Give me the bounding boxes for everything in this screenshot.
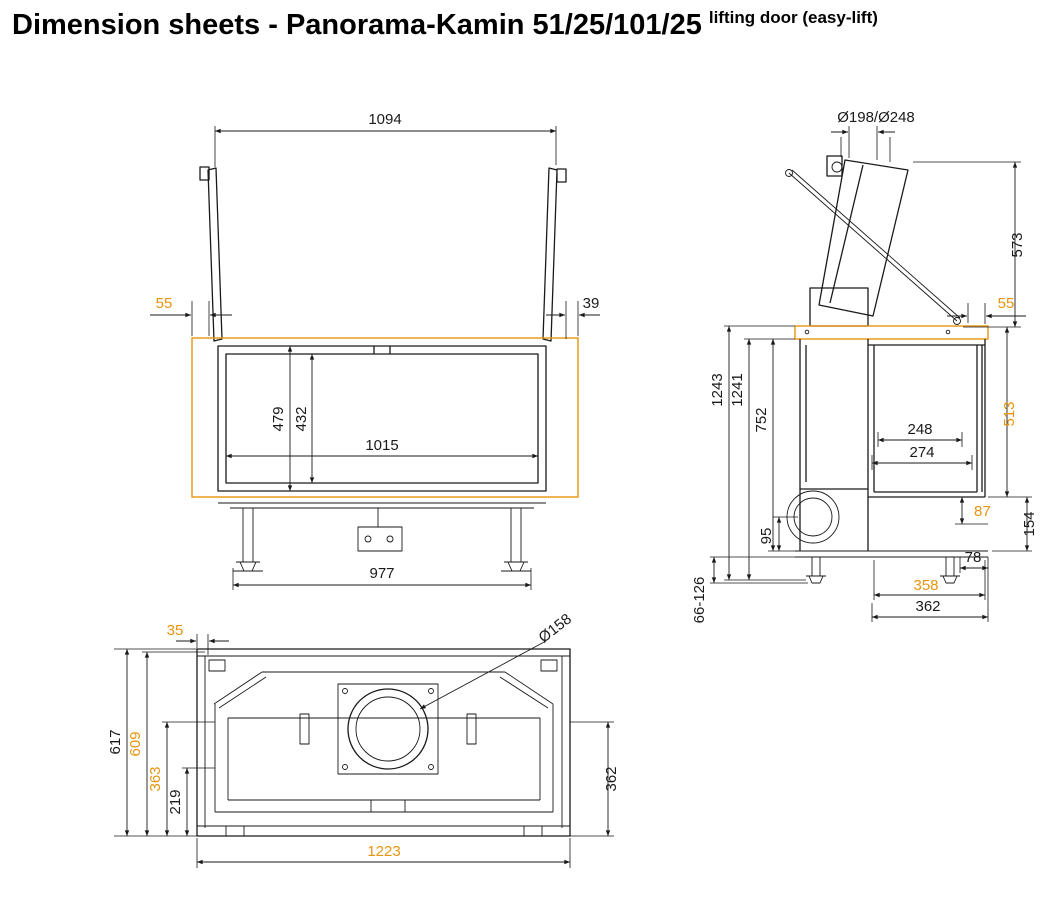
dim-side-foot-inset: 78: [965, 549, 982, 566]
dim-top-flue-leader: [419, 640, 547, 710]
top-extension-lines: [114, 634, 614, 868]
side-frame-bolt-left: [804, 329, 810, 335]
dim-front-foot-span: 977: [369, 565, 394, 582]
top-view: 35 Ø158 617 609 363 219 362 1223: [107, 610, 620, 868]
top-body-lines: [197, 655, 570, 837]
top-housing-bolt-2: [428, 688, 434, 694]
top-vent-slot-right: [466, 713, 477, 745]
dim-side-fan-offset: 95: [758, 528, 775, 545]
dim-side-height-max: 1243: [709, 373, 726, 406]
dim-top-depth-inner: 363: [147, 766, 164, 791]
top-vent-slot-left: [299, 713, 310, 745]
side-rod-pivot-bottom: [953, 317, 961, 325]
dim-front-opening-width: 1015: [365, 437, 398, 454]
dim-side-body-height: 752: [753, 407, 770, 432]
dim-front-top-width: 1094: [368, 111, 401, 128]
top-housing-bolt-3: [342, 764, 348, 770]
dim-side-flue-diameters: Ø198/Ø248: [837, 109, 915, 126]
side-body-and-door: [799, 339, 986, 551]
title-main: Dimension sheets - Panorama-Kamin 51/25/…: [12, 9, 702, 41]
dim-top-depth-firebox: 219: [167, 789, 184, 814]
front-lift-panels: [199, 166, 567, 342]
dim-side-frame-gap: 55: [998, 295, 1015, 312]
dim-front-right-gap: 39: [583, 295, 600, 312]
side-flue-pipe: [809, 155, 909, 327]
side-lift-rod: [788, 169, 961, 322]
dim-side-depth-frame: 358: [913, 577, 938, 594]
dim-side-flue-height: 573: [1009, 232, 1026, 257]
side-top-frame: [794, 325, 989, 340]
side-view: Ø198/Ø248 573 55 1243 1241 752 248 274 5…: [691, 109, 1038, 623]
dim-front-left-gap: 55: [156, 295, 173, 312]
dim-top-panel-gap: 35: [167, 622, 184, 639]
top-housing-bolt-4: [428, 764, 434, 770]
side-rod-pivot-top: [785, 169, 793, 177]
side-base-and-legs: [795, 550, 988, 584]
dim-side-sill-drop: 87: [974, 503, 991, 520]
dim-top-depth-right: 362: [603, 766, 620, 791]
top-flue-inner-circle: [355, 696, 421, 762]
dim-side-depth-overall: 362: [915, 598, 940, 615]
front-control-knob-right: [386, 535, 394, 543]
dim-side-door-height: 513: [1001, 401, 1018, 426]
front-glass-frame: [217, 345, 547, 492]
side-extension-lines: [710, 126, 1032, 622]
side-pulley: [831, 161, 843, 173]
side-frame-bolt-right: [945, 329, 951, 335]
front-control-knob-left: [364, 535, 372, 543]
front-extension-lines: [191, 126, 579, 590]
dim-front-opening-height-inner: 432: [293, 406, 310, 431]
front-mounting-frame: [191, 337, 579, 498]
front-view: 1094 55 39 479 432 1015 977: [150, 111, 600, 590]
front-base-and-legs: [218, 502, 546, 572]
dim-top-width-overall: 1223: [367, 843, 400, 860]
top-outer-frame: [196, 648, 571, 837]
dim-side-depth-glass: 274: [909, 444, 934, 461]
title-suffix: lifting door (easy-lift): [708, 8, 878, 27]
top-housing-bolt-1: [342, 688, 348, 694]
dim-front-opening-height-outer: 479: [270, 406, 287, 431]
dim-side-base-height: 154: [1021, 511, 1038, 536]
dim-top-flue-diameter: Ø158: [536, 610, 575, 646]
page-title: Dimension sheets - Panorama-Kamin 51/25/…: [12, 8, 878, 42]
dim-side-depth-opening: 248: [907, 421, 932, 438]
dim-side-height: 1241: [729, 373, 746, 406]
dim-top-depth-frame: 609: [127, 731, 144, 756]
dim-top-depth-overall: 617: [107, 729, 124, 754]
dim-side-foot-range: 66-126: [691, 577, 708, 624]
top-flue-housing: [337, 683, 439, 775]
top-flue-outer-circle: [347, 688, 429, 770]
